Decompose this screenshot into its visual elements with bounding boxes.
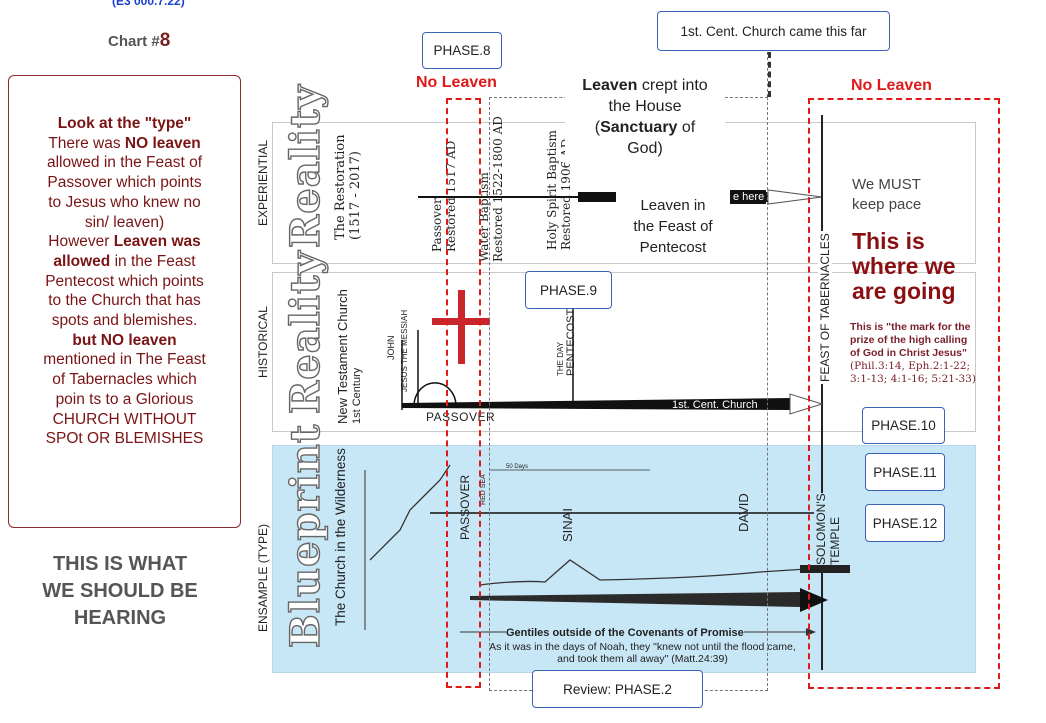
explanation-box: Look at the "type" There was NO leaven a… — [8, 75, 241, 528]
blueprint-arrowhead — [800, 588, 828, 612]
red-sea-label: RED SEA — [480, 474, 487, 505]
leaven-in-pentecost-text: Leaven in the Feast of Pentecost — [616, 192, 730, 260]
no-leaven-right-region — [808, 98, 1000, 689]
first-century-church-box[interactable]: 1st. Cent. Church came this far — [657, 11, 890, 51]
no-leaven-right-title: No Leaven — [851, 77, 932, 94]
phase-11-box[interactable]: PHASE.11 — [865, 453, 945, 491]
top-caption: (E3 000.7.22) — [112, 0, 185, 8]
jesus-label: JESUS THE MESSIAH — [400, 309, 409, 392]
mountain-line — [479, 559, 823, 586]
phase-9-box[interactable]: PHASE.9 — [525, 271, 612, 309]
no-leaven-left-region — [446, 98, 481, 688]
phase-8-box[interactable]: PHASE.8 — [422, 32, 502, 69]
passover-arch — [413, 382, 457, 407]
keep-pace-text: We MUST keep pace — [852, 176, 922, 213]
leaven-header-background — [565, 72, 725, 164]
should-be-hearing-text: THIS IS WHAT WE SHOULD BE HEARING — [42, 553, 198, 629]
where-we-are-going-text: This is where we are going — [852, 228, 956, 304]
leaven-crept-title: Leaven crept into the House (Sanctuary o… — [582, 77, 708, 157]
fifty-days-label: 50 Days — [506, 464, 529, 470]
john-label: JOHN — [386, 335, 396, 361]
first-century-church-label: 1st. Cent. Church — [672, 399, 758, 411]
review-phase-2-box[interactable]: Review: PHASE.2 — [532, 670, 703, 708]
leaven-region — [489, 97, 768, 691]
mark-for-prize-text: This is "the mark for the prize of the h… — [850, 321, 976, 385]
cross-vertical — [458, 290, 465, 364]
noah-quote: As it was in the days of Noah, they "kne… — [489, 641, 796, 665]
first-century-connector — [767, 52, 771, 97]
temple-block — [800, 565, 850, 573]
blueprint-bar — [470, 592, 800, 607]
cross-horizontal — [432, 318, 490, 325]
phase-10-box[interactable]: PHASE.10 — [862, 407, 945, 444]
first-century-bar — [402, 398, 790, 410]
stairs-outline — [369, 464, 451, 561]
gentiles-label: Gentiles outside of the Covenants of Pro… — [506, 627, 744, 639]
phase-12-box[interactable]: PHASE.12 — [865, 504, 945, 542]
passover-historical-label: PASSOVER — [426, 410, 496, 424]
first-century-arrowhead — [789, 393, 824, 415]
we-are-here-label: e here — [730, 190, 766, 204]
no-leaven-left-title: No Leaven — [416, 74, 497, 91]
restoration-arrowhead — [767, 189, 823, 205]
chart-number-label: Chart #8 — [108, 30, 171, 51]
